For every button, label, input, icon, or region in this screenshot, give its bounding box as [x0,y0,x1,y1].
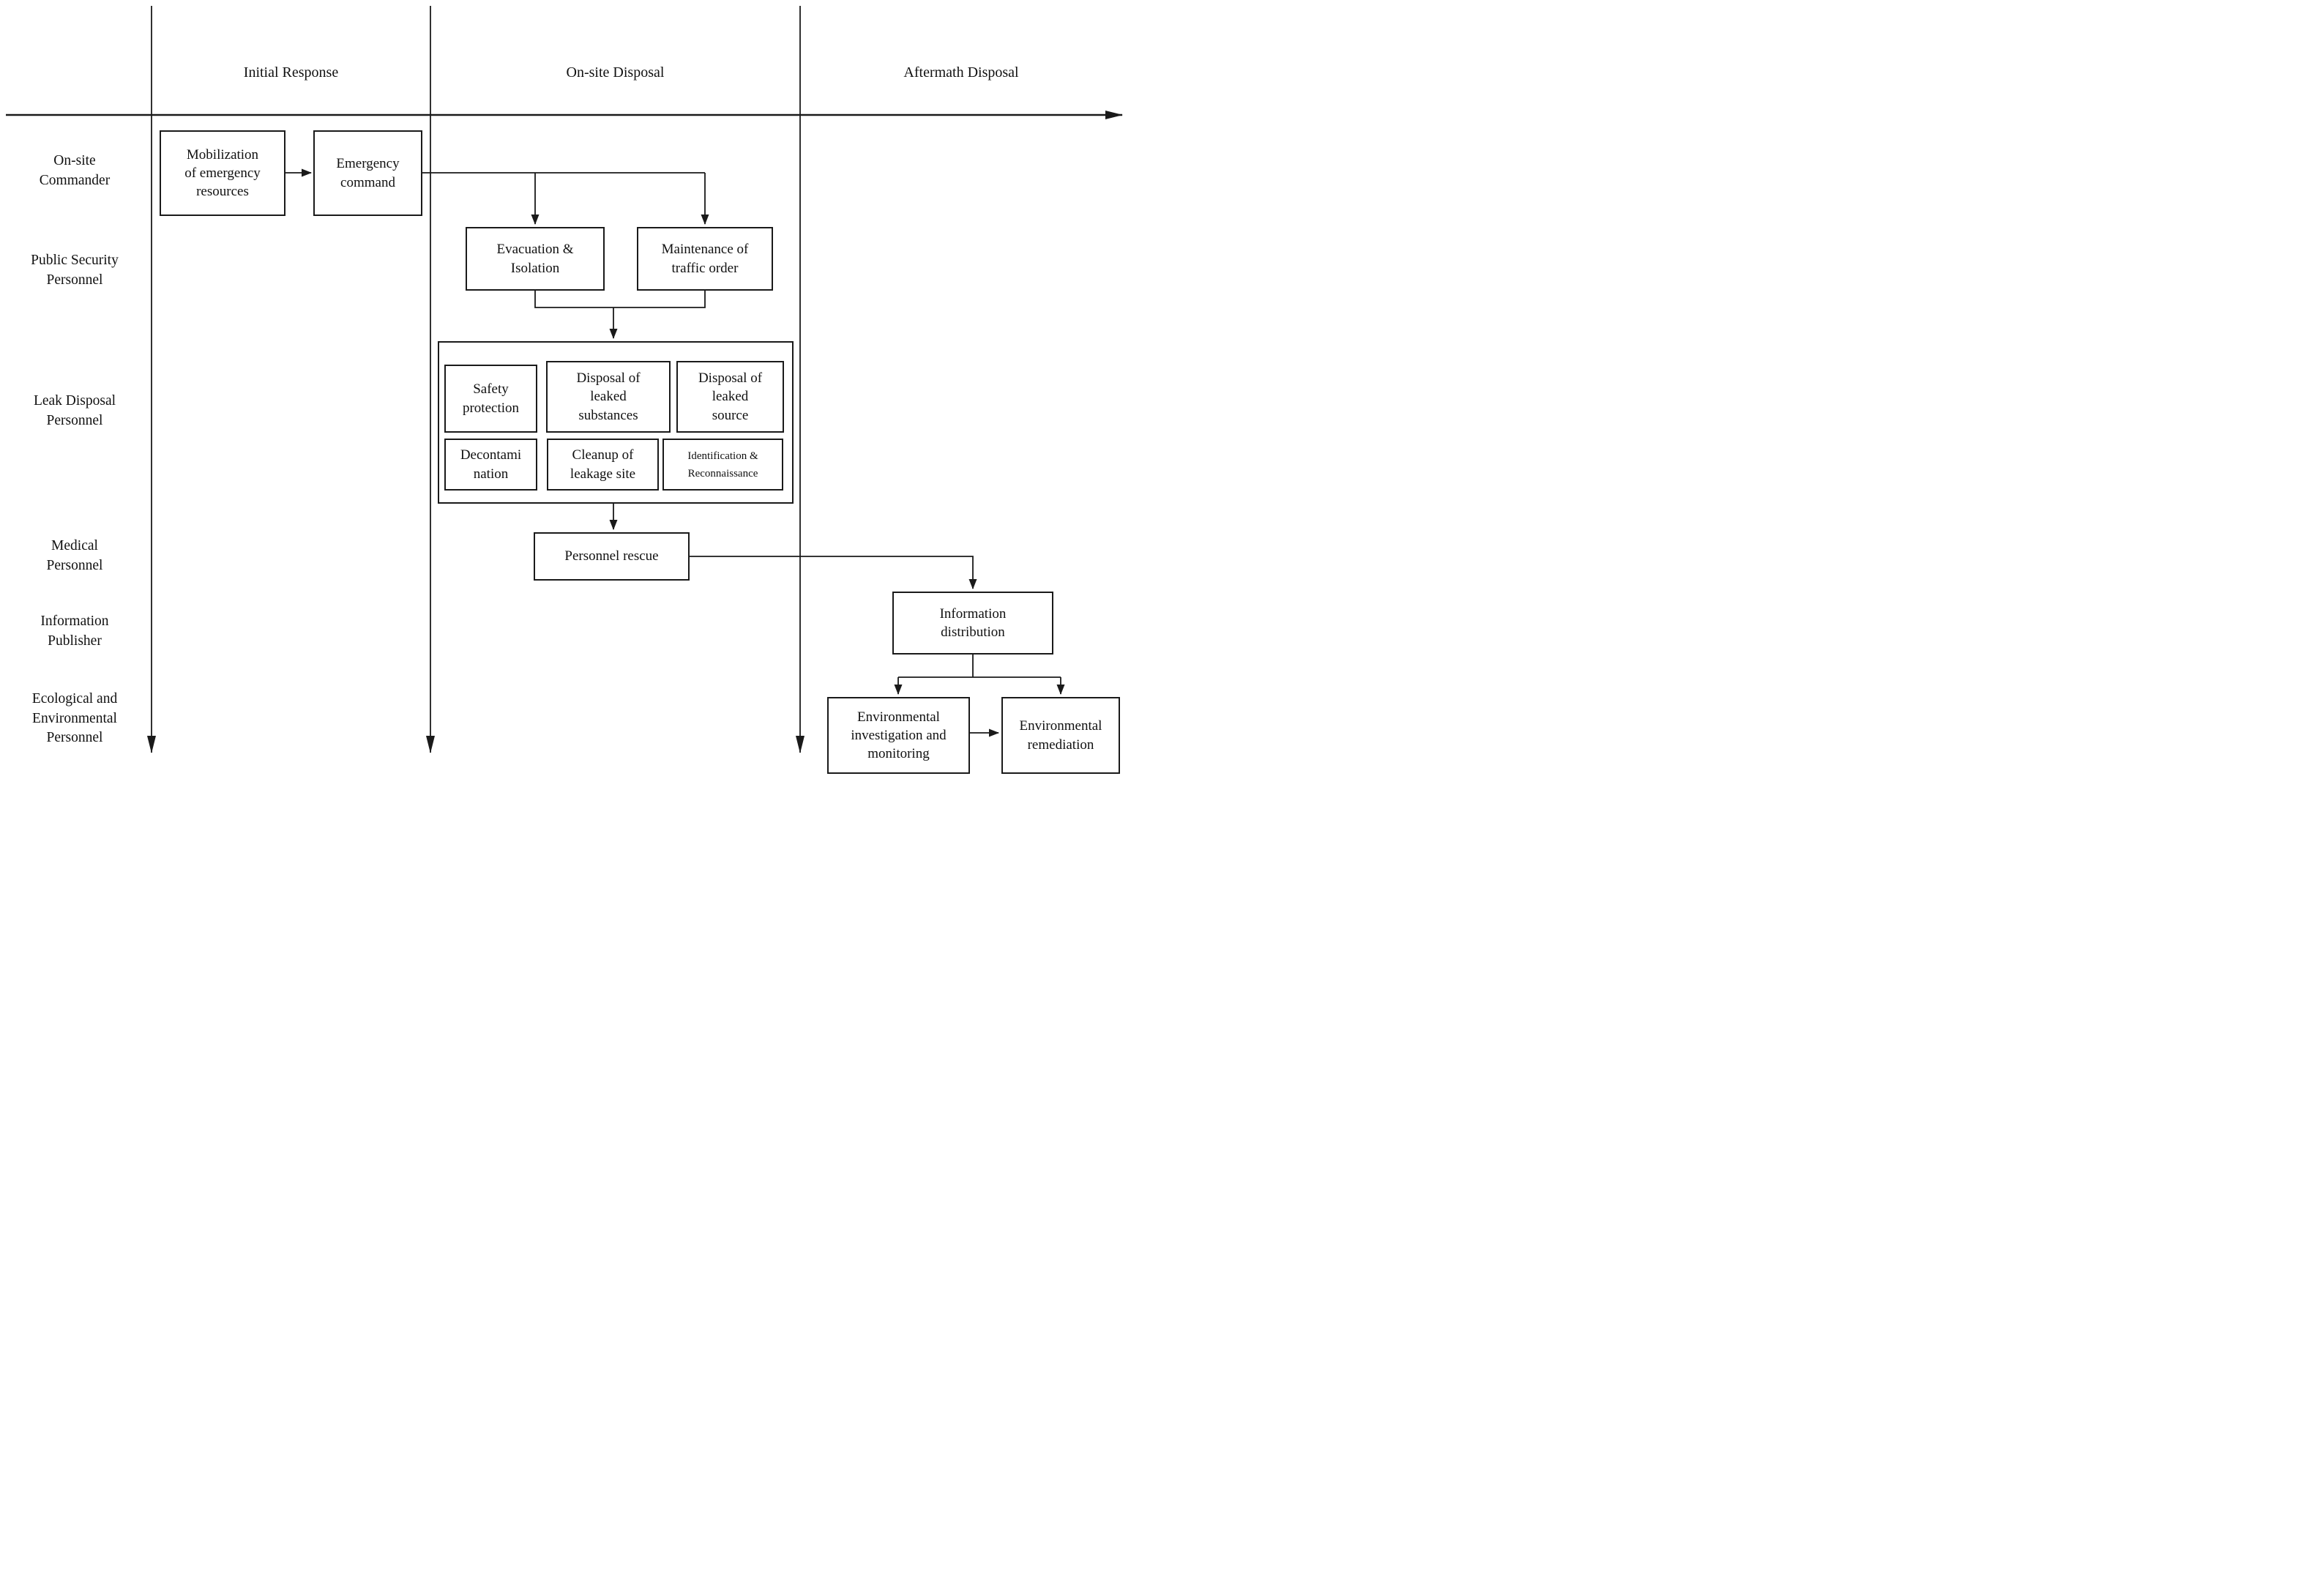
connector-layer [6,6,1123,753]
node-environmental-investigation: Environmental investigation and monitori… [827,697,970,774]
node-safety-protection: Safety protection [444,365,537,433]
node-mobilization: Mobilization of emergency resources [160,130,285,216]
role-label-information-publisher: Information Publisher [40,614,109,649]
node-evacuation-isolation: Evacuation & Isolation [466,227,605,291]
edge-rescue-to-information [690,556,977,589]
edge-merge-bar [534,291,706,308]
node-emergency-command: Emergency command [313,130,422,216]
swimlane-flowchart: Initial Response On-site Disposal Afterm… [0,0,1131,778]
phase-header-aftermath-disposal: Aftermath Disposal [903,64,1019,81]
phase-header-initial-response: Initial Response [243,64,339,81]
role-label-public-security: Public Security Personnel [31,253,119,288]
role-label-ecological-environmental: Ecological and Environmental Personnel [31,690,118,746]
node-environmental-remediation: Environmental remediation [1001,697,1120,774]
node-cleanup-leakage-site: Cleanup of leakage site [547,439,659,491]
node-identification-reconnaissance: Identification & Reconnaissance [662,439,783,491]
node-decontamination: Decontami nation [444,439,537,491]
phase-header-onsite-disposal: On-site Disposal [566,64,665,81]
role-label-leak-disposal: Leak Disposal Personnel [33,393,116,428]
node-information-distribution: Information distribution [892,592,1053,655]
group-leak-disposal-tasks: Safety protection Disposal of leaked sub… [438,341,794,504]
role-label-onsite-commander: On-site Commander [39,153,111,188]
edge-information-split-bar [898,655,1061,678]
node-maintenance-traffic-order: Maintenance of traffic order [637,227,773,291]
node-disposal-leaked-source: Disposal of leaked source [676,361,784,433]
node-disposal-leaked-substances: Disposal of leaked substances [546,361,671,433]
node-personnel-rescue: Personnel rescue [534,532,690,581]
role-label-medical: Medical Personnel [46,538,103,573]
